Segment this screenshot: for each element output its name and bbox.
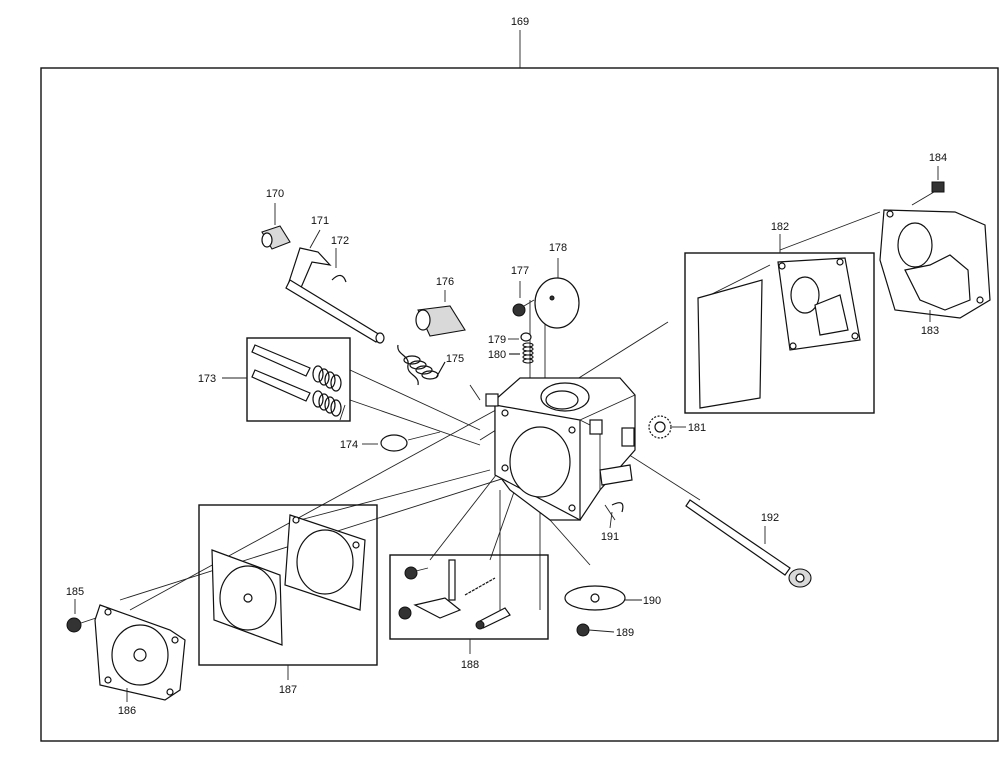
part-175-spring [397,344,446,386]
diagram-frame [40,67,999,742]
label-192: 192 [761,512,779,524]
part-180-spring [509,342,534,364]
part-186-diaphragm-cover [94,604,186,702]
part-170-cap [261,203,291,250]
part-192-choke-shaft [685,499,812,588]
part-number-labels: 169 170 171 172 173 174 175 176 177 178 … [66,16,947,717]
label-184: 184 [929,152,947,164]
part-173-needle-set [222,337,351,422]
label-182: 182 [771,221,789,233]
carburetor-body [485,377,636,521]
label-179: 179 [488,334,506,346]
label-173: 173 [198,373,216,385]
part-183-pump-cover [879,209,991,322]
part-185-screw [66,599,97,633]
label-178: 178 [549,242,567,254]
part-176-plug [415,290,466,337]
part-178-throttle-disc [534,258,580,329]
label-188: 188 [461,659,479,671]
label-174: 174 [340,439,358,451]
label-170: 170 [266,188,284,200]
label-180: 180 [488,349,506,361]
part-172-clip [331,248,347,283]
label-172: 172 [331,235,349,247]
label-175: 175 [446,353,464,365]
label-183: 183 [921,325,939,337]
part-171-throttle-shaft [285,229,385,344]
label-190: 190 [643,595,661,607]
label-189: 189 [616,627,634,639]
part-191-clip [609,502,624,529]
label-186: 186 [118,705,136,717]
label-171: 171 [311,215,329,227]
label-176: 176 [436,276,454,288]
part-182-gasket-kit [684,234,875,414]
part-188-inlet-valve-kit [389,554,549,654]
part-179-washer [508,332,532,342]
part-174-o-ring [362,431,441,452]
label-191: 191 [601,531,619,543]
part-190-lever-disc [564,585,642,611]
label-177: 177 [511,265,529,277]
part-184-screw [911,166,945,206]
label-187: 187 [279,684,297,696]
part-187-diaphragm-kit [198,504,378,680]
label-169: 169 [511,16,529,28]
label-181: 181 [688,422,706,434]
part-189-screw [576,623,615,637]
part-177-screw [512,281,535,317]
label-185: 185 [66,586,84,598]
part-181-gear [648,415,686,439]
